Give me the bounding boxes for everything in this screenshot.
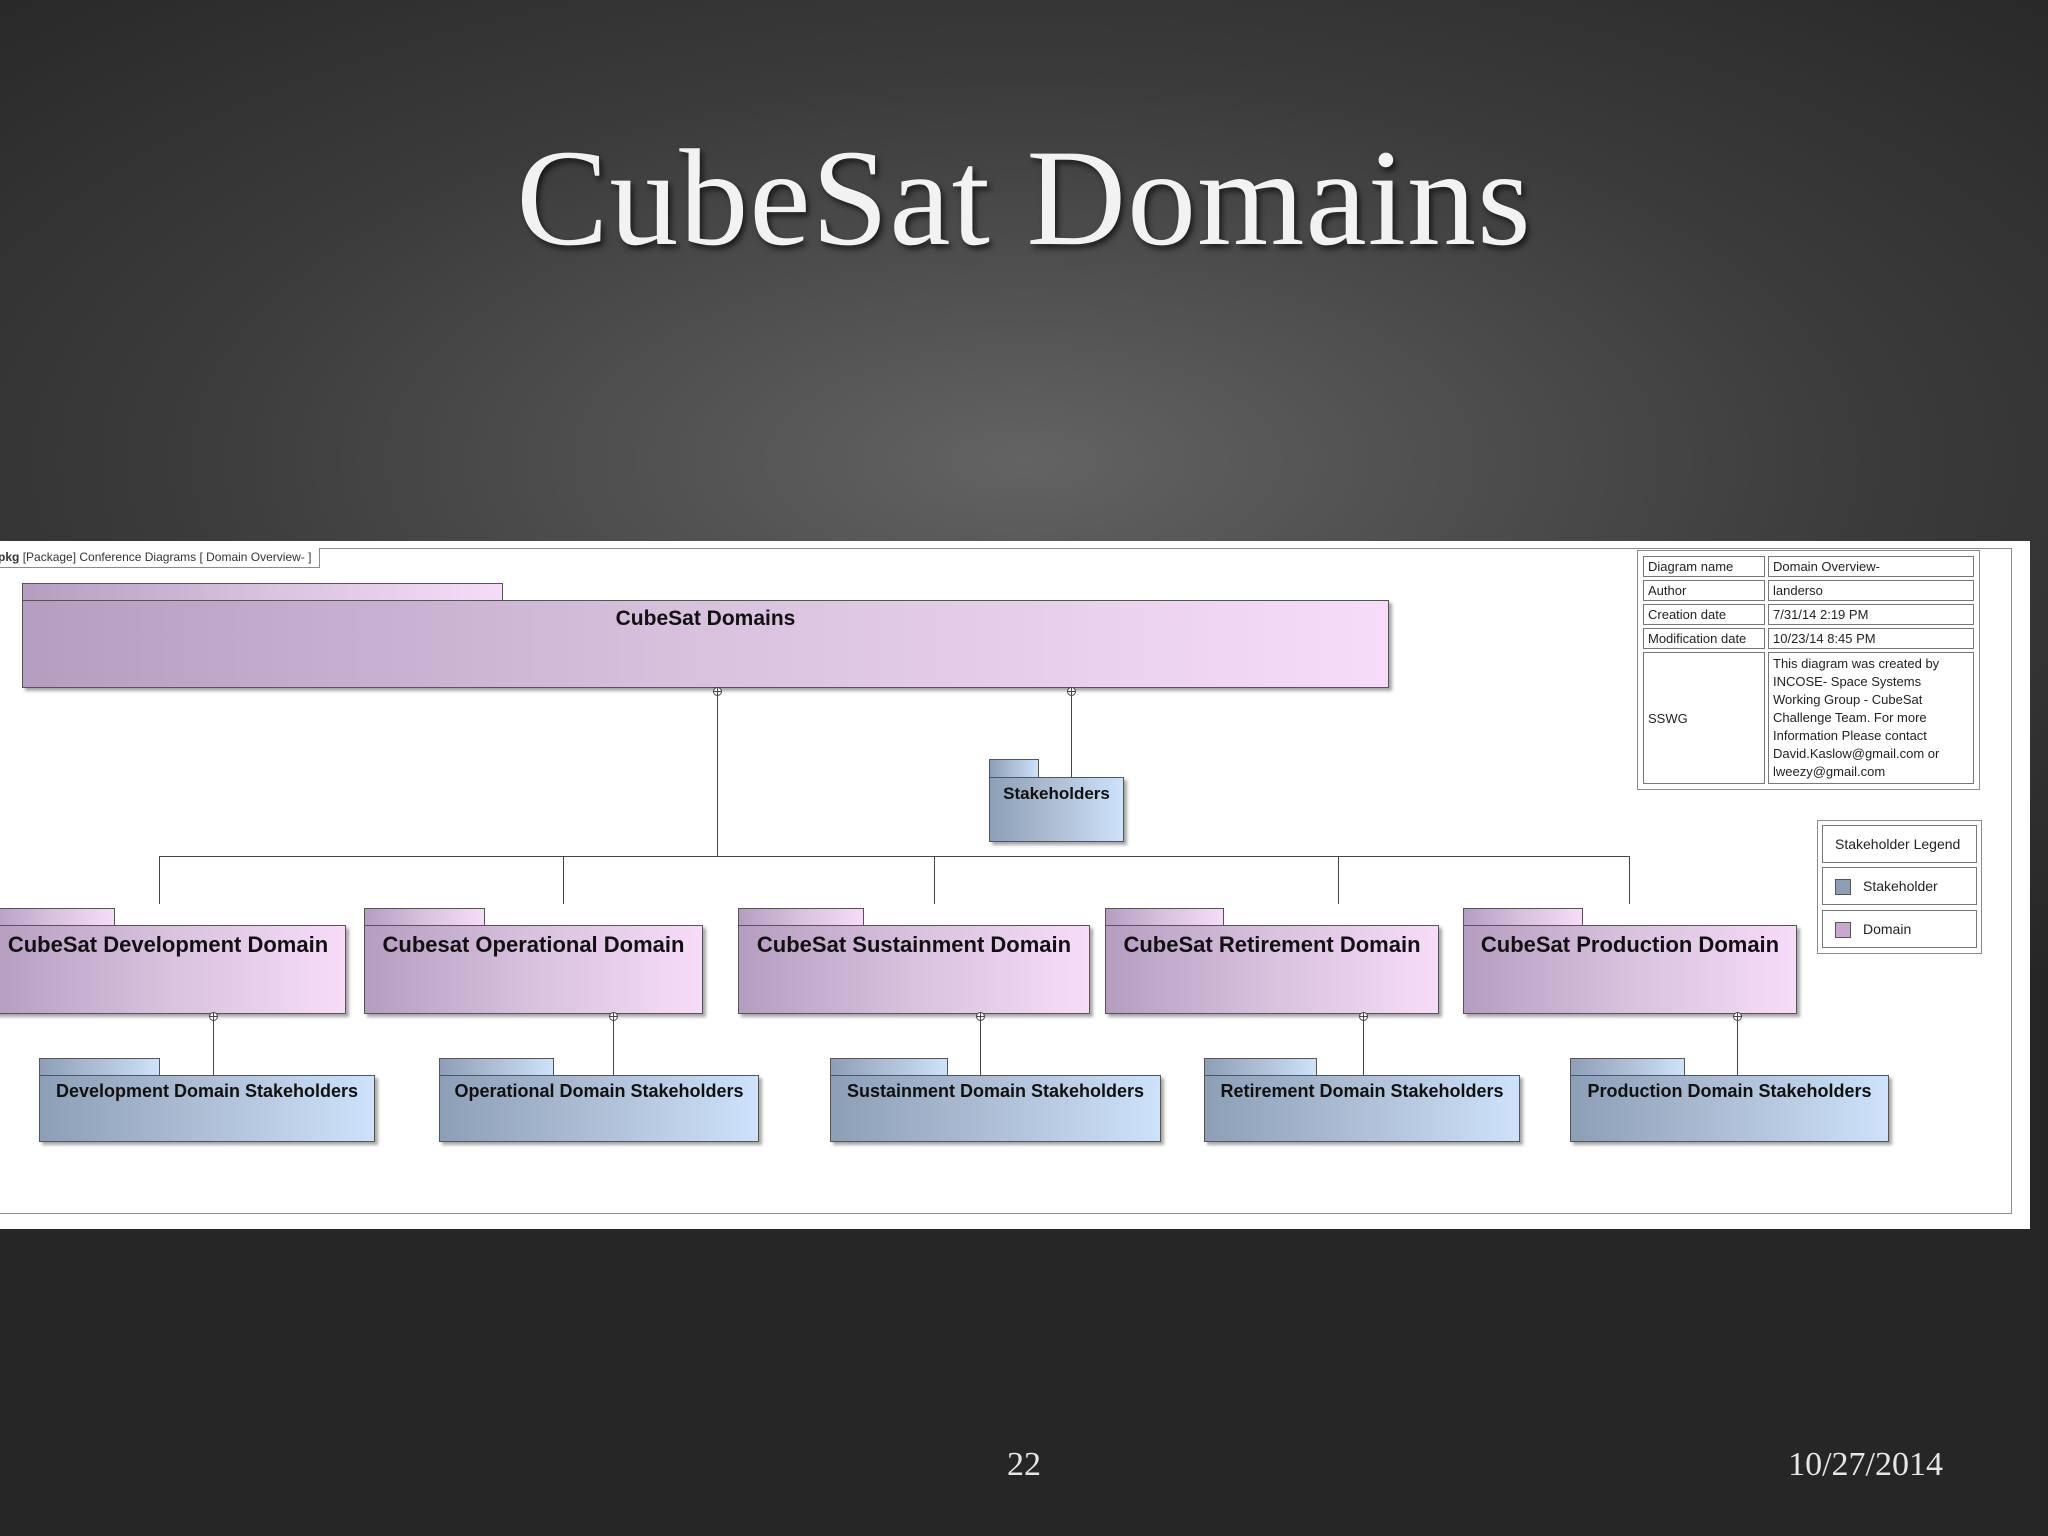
connector bbox=[980, 1015, 981, 1075]
slide-number: 22 bbox=[1007, 1446, 1041, 1483]
info-note: This diagram was created by INCOSE- Spac… bbox=[1768, 652, 1974, 784]
info-key: Modification date bbox=[1643, 628, 1765, 649]
package-tab bbox=[39, 1058, 160, 1076]
info-key: Creation date bbox=[1643, 604, 1765, 625]
info-key: SSWG bbox=[1643, 652, 1765, 784]
domain-label: CubeSat Retirement Domain bbox=[1123, 932, 1421, 957]
info-row: SSWG This diagram was created by INCOSE-… bbox=[1643, 652, 1974, 784]
package-tab bbox=[738, 908, 864, 926]
info-value: landerso bbox=[1768, 580, 1974, 601]
note-line: INCOSE- Space Systems bbox=[1773, 674, 1922, 689]
slide-date: 10/27/2014 bbox=[1788, 1446, 1943, 1483]
stakeholders-package[interactable]: Stakeholders bbox=[989, 777, 1124, 842]
stakeholder-legend: Stakeholder Legend Stakeholder Domain bbox=[1817, 820, 1982, 954]
legend-label: Stakeholder bbox=[1863, 878, 1938, 894]
package-tab bbox=[989, 759, 1039, 778]
stakeholder-package-label: Retirement Domain Stakeholders bbox=[1220, 1081, 1504, 1101]
connector bbox=[717, 691, 718, 857]
connector bbox=[934, 856, 935, 904]
stakeholder-package-label: Sustainment Domain Stakeholders bbox=[846, 1081, 1145, 1101]
stakeholder-package-label: Production Domain Stakeholders bbox=[1587, 1081, 1872, 1101]
package-tab bbox=[22, 583, 503, 601]
composition-anchor-icon bbox=[209, 1012, 218, 1021]
domain-package-sustainment[interactable]: CubeSat Sustainment Domain bbox=[738, 925, 1090, 1014]
frame-kind: pkg bbox=[0, 550, 20, 564]
note-line: lweezy@gmail.com bbox=[1773, 764, 1886, 779]
package-tab bbox=[1570, 1058, 1685, 1076]
note-line: Challenge Team. For more bbox=[1773, 710, 1927, 725]
domain-package-operational[interactable]: Cubesat Operational Domain bbox=[364, 925, 703, 1014]
stakeholder-swatch-icon bbox=[1835, 879, 1851, 895]
note-line: Working Group - CubeSat bbox=[1773, 692, 1923, 707]
connector bbox=[613, 1015, 614, 1075]
slide-title: CubeSat Domains bbox=[516, 121, 1532, 274]
domain-label: Cubesat Operational Domain bbox=[382, 932, 685, 957]
frame-name: [Package] Conference Diagrams [ Domain O… bbox=[22, 550, 312, 564]
stakeholders-label: Stakeholders bbox=[1003, 784, 1110, 803]
domain-label: CubeSat Production Domain bbox=[1480, 932, 1780, 957]
package-tab bbox=[1204, 1058, 1317, 1076]
info-key: Diagram name bbox=[1643, 556, 1765, 577]
domain-swatch-icon bbox=[1835, 922, 1851, 938]
info-value: 7/31/14 2:19 PM bbox=[1768, 604, 1974, 625]
diagram-frame bbox=[0, 548, 2012, 1214]
connector bbox=[1363, 1015, 1364, 1075]
connector bbox=[563, 856, 564, 904]
composition-anchor-icon bbox=[713, 687, 722, 696]
connector bbox=[1629, 856, 1630, 904]
package-tab bbox=[1463, 908, 1583, 926]
info-key: Author bbox=[1643, 580, 1765, 601]
legend-label: Domain bbox=[1863, 921, 1912, 937]
legend-title: Stakeholder Legend bbox=[1822, 825, 1977, 863]
note-line: Information Please contact bbox=[1773, 728, 1927, 743]
package-tab bbox=[439, 1058, 554, 1076]
connector bbox=[1338, 856, 1339, 904]
stakeholder-package-production[interactable]: Production Domain Stakeholders bbox=[1570, 1075, 1889, 1142]
package-tab bbox=[1105, 908, 1224, 926]
stakeholder-package-retirement[interactable]: Retirement Domain Stakeholders bbox=[1204, 1075, 1520, 1142]
diagram-panel: pkg [Package] Conference Diagrams [ Doma… bbox=[0, 541, 2030, 1229]
info-value: Domain Overview- bbox=[1768, 556, 1974, 577]
composition-anchor-icon bbox=[976, 1012, 985, 1021]
root-package-cubesat-domains[interactable]: CubeSat Domains bbox=[22, 600, 1389, 688]
composition-anchor-icon bbox=[1733, 1012, 1742, 1021]
domain-package-retirement[interactable]: CubeSat Retirement Domain bbox=[1105, 925, 1439, 1014]
package-tab bbox=[830, 1058, 948, 1076]
domain-label: CubeSat Development Domain bbox=[7, 932, 329, 957]
domain-package-development[interactable]: CubeSat Development Domain bbox=[0, 925, 346, 1014]
info-value: 10/23/14 8:45 PM bbox=[1768, 628, 1974, 649]
connector bbox=[1071, 691, 1072, 778]
connector bbox=[159, 856, 160, 904]
stakeholder-package-label: Operational Domain Stakeholders bbox=[454, 1081, 744, 1101]
composition-anchor-icon bbox=[609, 1012, 618, 1021]
note-line: David.Kaslow@gmail.com or bbox=[1773, 746, 1940, 761]
root-package-label: CubeSat Domains bbox=[615, 607, 796, 630]
stakeholder-package-label: Development Domain Stakeholders bbox=[55, 1081, 359, 1101]
domain-label: CubeSat Sustainment Domain bbox=[756, 932, 1072, 957]
domain-package-production[interactable]: CubeSat Production Domain bbox=[1463, 925, 1797, 1014]
connector bbox=[1737, 1015, 1738, 1075]
legend-item-domain: Domain bbox=[1822, 910, 1977, 948]
legend-title-text: Stakeholder Legend bbox=[1835, 836, 1961, 852]
stakeholder-package-sustainment[interactable]: Sustainment Domain Stakeholders bbox=[830, 1075, 1161, 1142]
composition-anchor-icon bbox=[1067, 687, 1076, 696]
connector bbox=[213, 1015, 214, 1075]
legend-item-stakeholder: Stakeholder bbox=[1822, 867, 1977, 905]
stakeholder-package-operational[interactable]: Operational Domain Stakeholders bbox=[439, 1075, 759, 1142]
package-tab bbox=[364, 908, 485, 926]
stakeholder-package-development[interactable]: Development Domain Stakeholders bbox=[39, 1075, 375, 1142]
package-tab bbox=[0, 908, 115, 926]
composition-anchor-icon bbox=[1359, 1012, 1368, 1021]
frame-label: pkg [Package] Conference Diagrams [ Doma… bbox=[0, 548, 321, 568]
note-line: This diagram was created by bbox=[1773, 656, 1940, 671]
connector bbox=[159, 856, 1630, 857]
